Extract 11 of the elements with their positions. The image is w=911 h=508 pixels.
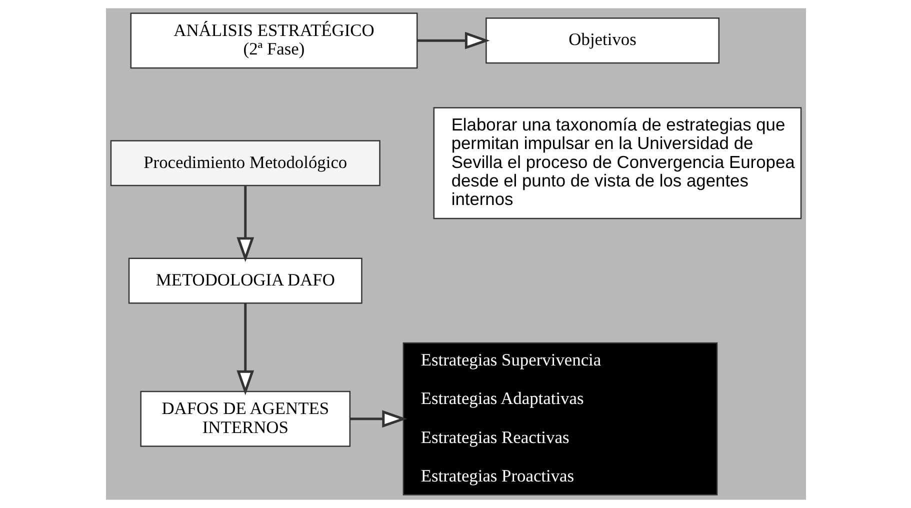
arrow (236, 186, 254, 262)
arrow (416, 32, 490, 50)
node-box: DAFOS DE AGENTES INTERNOS (140, 390, 350, 447)
node-box: Procedimiento Metodológico (110, 140, 380, 186)
node-box: Objetivos (485, 18, 720, 64)
node-box: ANÁLISIS ESTRATÉGICO (2ª Fase) (130, 12, 418, 69)
node-box: Elaborar una taxonomía de estrategias que permitan impulsar en la Universidad de Sevilla el proceso de Convergencia Europea desde el punto de vista de los agentes internos (432, 107, 802, 220)
arrow (349, 410, 407, 428)
arrow (236, 303, 254, 396)
node-box: Estrategias Supervivencia Estrategias Adaptativas Estrategias Reactivas Estrategias Proactivas (402, 342, 718, 496)
node-box: METODOLOGIA DAFO (128, 258, 362, 304)
